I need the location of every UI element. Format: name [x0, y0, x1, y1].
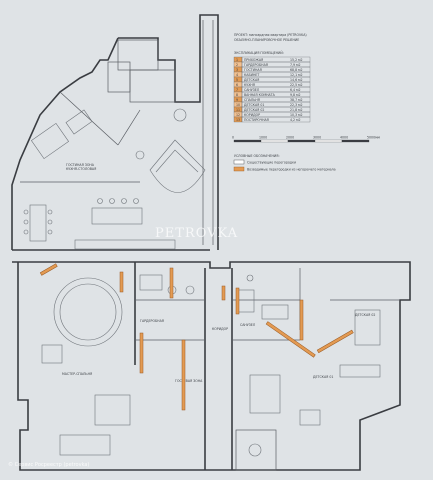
- explication-title: ЭКСПЛИКАЦИЯ ПОМЕЩЕНИЙ:: [234, 50, 284, 55]
- new-partition-6: [235, 287, 240, 315]
- explication-row-name: САНУЗЕЛ: [244, 88, 260, 92]
- explication-row-number: 9: [236, 98, 238, 102]
- new-partition-1: [39, 263, 58, 276]
- explication-row-number: 2: [236, 63, 238, 67]
- explication-row-area: 4,2 м2: [290, 118, 301, 122]
- explication-row-name: ГАРДЕРОБНАЯ: [244, 63, 268, 67]
- scale-bar-segment: [233, 139, 262, 143]
- scale-bar-tick-label: 4000: [340, 136, 348, 140]
- explication-row-name: КУХНЯ: [244, 83, 255, 87]
- new-partition-2: [119, 271, 124, 293]
- explication-row-number: 13: [236, 118, 240, 122]
- explication-row-area: 21,8 м2: [290, 108, 303, 112]
- explication-row-area: 68,8 м2: [290, 68, 303, 72]
- label-child-01: ДЕТСКАЯ 01: [313, 375, 333, 379]
- new-partition-8: [265, 321, 316, 358]
- explication-row-area: 22,3 м2: [290, 103, 303, 107]
- new-partition-10: [299, 299, 304, 341]
- explication-table: 1 ПРИХОЖАЯ 15,2 м2 2 ГАРДЕРОБНАЯ 7,9 м2 3 ГОСТИ…: [233, 56, 311, 123]
- label-wardrobe: ГАРДЕРОБНАЯ: [140, 319, 164, 323]
- explication-row-name: ГОСТИНАЯ: [244, 68, 262, 72]
- explication-row: [241, 116, 311, 123]
- explication-row-name: ДЕТСКАЯ 02: [244, 108, 264, 112]
- label-child-02: ДЕТСКАЯ 02: [355, 313, 375, 317]
- legend-label-existing: Существующие перегородки: [247, 161, 296, 165]
- scale-bar: 0 1000 2000 3000 4000 5000мм: [232, 136, 381, 143]
- explication-row-number: 11: [236, 108, 240, 112]
- scale-bar-segment: [287, 139, 316, 143]
- explication-row-number: 3: [236, 68, 238, 72]
- legend-label-new: Возводимые перегородки из негорючего мат…: [247, 168, 336, 172]
- explication-row-number: 7: [236, 88, 238, 92]
- explication-row-number: 12: [236, 113, 240, 117]
- label-corridor: КОРИДОР: [212, 327, 228, 331]
- explication-row-area: 7,9 м2: [290, 63, 301, 67]
- legend-title: УСЛОВНЫЕ ОБОЗНАЧЕНИЯ:: [234, 154, 280, 158]
- explication-row-name: КОРИДОР: [244, 113, 260, 117]
- scale-bar-tick-label: 0: [232, 136, 234, 140]
- explication-row-name: ДЕТСКАЯ 01: [244, 103, 264, 107]
- explication-row-number: 10: [236, 103, 240, 107]
- new-partition-5: [181, 339, 186, 411]
- scale-bar-tick-label: 2000: [286, 136, 294, 140]
- scale-bar-segment: [314, 139, 343, 143]
- watermark-text: PETROVKA: [155, 226, 238, 241]
- explication-row-number: 5: [236, 78, 238, 82]
- new-partition-4: [139, 332, 144, 374]
- scale-bar-tick-label: 5000мм: [367, 136, 381, 140]
- new-partition-7: [221, 285, 226, 301]
- explication-row-name: ДЕТСКАЯ: [244, 78, 259, 82]
- explication-row-area: 6,4 м2: [290, 88, 301, 92]
- explication-row-name: ПОСТИРОЧНАЯ: [244, 118, 269, 122]
- explication-row-name: ВАННАЯ КОМНАТА: [244, 93, 276, 97]
- explication-row-area: 22,5 м2: [290, 83, 303, 87]
- scale-bar-tick-label: 1000: [259, 136, 267, 140]
- scale-bar-segment: [341, 139, 370, 143]
- title-block: ПРОЕКТ: мансардная квартира (PETROVKA) О…: [232, 33, 381, 143]
- explication-row-area: 9,8 м2: [290, 93, 301, 97]
- legend: УСЛОВНЫЕ ОБОЗНАЧЕНИЯ: Существующие перег…: [233, 154, 336, 172]
- explication-row-name: КАБИНЕТ: [244, 73, 259, 77]
- explication-row-number: 1: [236, 58, 238, 62]
- new-partitions: [39, 263, 354, 411]
- new-partition-3: [169, 267, 174, 299]
- explication-row-area: 14,6 м2: [290, 78, 303, 82]
- explication-row-name: СПАЛЬНЯ: [244, 98, 260, 102]
- explication-row-area: 38,7 м2: [290, 98, 303, 102]
- label-bath: САНУЗЕЛ: [240, 323, 256, 327]
- explication-row-area: 15,2 м2: [290, 58, 303, 62]
- footer-watermark: © Сервис Росреестр (petrovka): [8, 461, 89, 468]
- label-master-bedroom: МАСТЕР-СПАЛЬНЯ: [62, 372, 92, 376]
- bottom-wing: МАСТЕР-СПАЛЬНЯ ГОСТЕВАЯ ЗОНА ДЕТСКАЯ 01 …: [12, 261, 411, 471]
- explication-row-number: 8: [236, 93, 238, 97]
- title-line-2: ОБЪЕМНО-ПЛАНИРОВОЧНОЕ РЕШЕНИЕ: [234, 38, 299, 42]
- legend-swatch-existing: [233, 159, 245, 165]
- explication-row-number: 6: [236, 83, 238, 87]
- new-partition-9: [316, 329, 354, 354]
- legend-swatch-new: [233, 166, 245, 172]
- explication-row-area: 12,1 м2: [290, 73, 303, 77]
- explication-row-number: 4: [236, 73, 238, 77]
- scale-bar-tick-label: 3000: [313, 136, 321, 140]
- explication-row-area: 10,3 м2: [290, 113, 303, 117]
- scale-bar-segment: [260, 139, 289, 143]
- explication-row-name: ПРИХОЖАЯ: [244, 58, 263, 62]
- title-line-1: ПРОЕКТ: мансардная квартира (PETROVKA): [234, 33, 307, 37]
- label-guest-zone: ГОСТЕВАЯ ЗОНА: [175, 379, 203, 383]
